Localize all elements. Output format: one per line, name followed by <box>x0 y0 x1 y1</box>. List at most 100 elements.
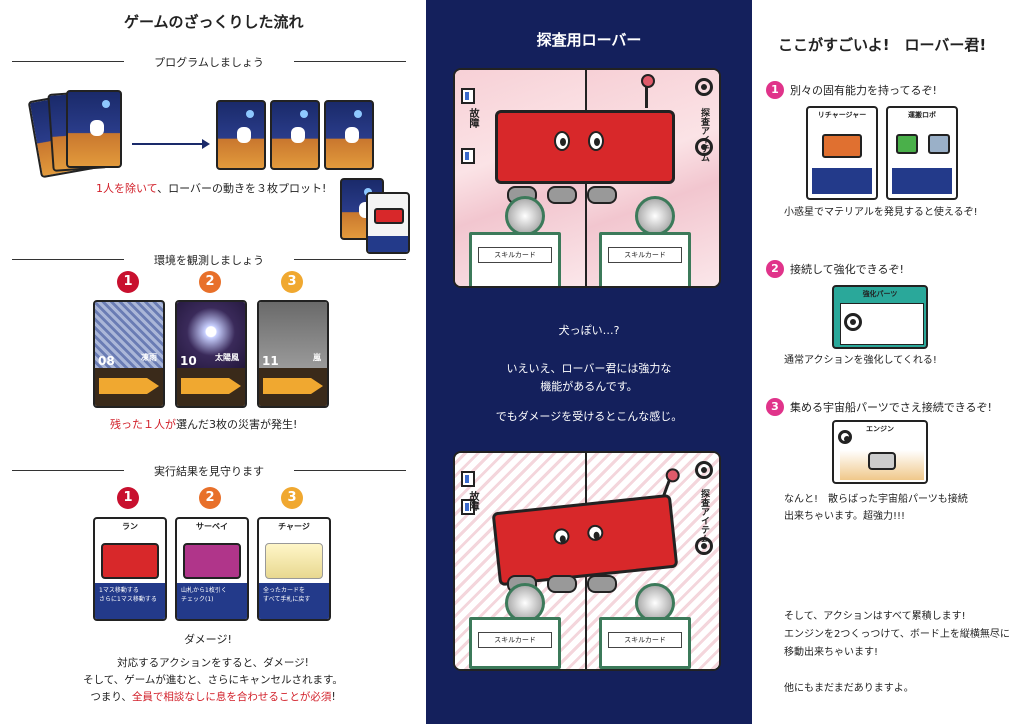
result-line-3-post: ! <box>331 691 336 703</box>
disaster-number: 08 <box>98 354 115 368</box>
action-card-survey: サーベイ 山札から1枚引く チェック(1) <box>175 517 249 621</box>
point-number-3: 3 <box>766 398 784 416</box>
engine-card: エンジン <box>832 420 928 484</box>
skill-slot: スキルカード <box>599 617 691 669</box>
disaster-card-3: 11 嵐 <box>257 300 329 408</box>
arrow-right-icon <box>132 139 210 149</box>
skill-label: スキルカード <box>608 247 682 263</box>
step-number-1: 1 <box>117 487 139 509</box>
ability-card-title: 運搬ロボ <box>908 111 936 119</box>
left-column: ゲームのざっくりした流れ プログラムしましょう 1人を除いて、ローバーの動きを３… <box>0 0 426 724</box>
step-number-3: 3 <box>281 487 303 509</box>
plot-card-3 <box>324 100 374 170</box>
left-title: ゲームのざっくりした流れ <box>124 13 304 31</box>
disaster-name: 太陽風 <box>215 353 239 362</box>
upgrade-card-title: 強化パーツ <box>862 290 898 298</box>
connector-icon <box>695 138 713 156</box>
rover-card-damaged: 故障 探査アイテム スキルカード スキルカード <box>453 451 721 671</box>
right-title: ここがすごいよ! ローバー君! <box>778 36 987 54</box>
point-text-3b: 出来ちゃいます。超強力!!! <box>784 511 906 522</box>
action-title: チャージ <box>278 522 310 531</box>
step-number-3: 3 <box>281 271 303 293</box>
section-observe-heading: 環境を観測しましょう <box>12 252 406 267</box>
gem-icon <box>505 196 545 236</box>
broken-label: 故障 <box>467 108 478 128</box>
connector-icon <box>695 537 713 555</box>
broken-label: 故障 <box>467 491 478 511</box>
point-heading-1: 別々の固有能力を持ってるぞ! <box>790 84 937 97</box>
ability-card-recharger: リチャージャー <box>806 106 878 200</box>
point-text-1: 小惑星でマテリアルを発見すると使えるぞ! <box>784 207 978 218</box>
skill-slot: スキルカード <box>469 232 561 286</box>
right-column: ここがすごいよ! ローバー君! 1 別々の固有能力を持ってるぞ! リチャージャー… <box>752 0 1024 724</box>
section-result-heading: 実行結果を見守ります <box>12 463 406 478</box>
point-number-2: 2 <box>766 260 784 278</box>
ability-card-title: リチャージャー <box>817 111 867 119</box>
mid-text-4: でもダメージを受けるとこんな感じ。 <box>495 410 683 423</box>
action-effect-1: 1マス移動する <box>99 587 139 594</box>
disaster-card-1: 08 凍雨 <box>93 300 165 408</box>
skill-label: スキルカード <box>608 632 682 648</box>
middle-title: 探査用ローバー <box>536 31 642 49</box>
action-effect-2: チェック(1) <box>181 596 214 603</box>
action-title: ラン <box>122 522 138 531</box>
result-line-3-highlight: 全員で相談なしに息を合わせることが必須 <box>131 691 332 703</box>
action-effect-2: さらに1マス移動する <box>99 596 157 603</box>
action-card-run: ラン 1マス移動する さらに1マス移動する <box>93 517 167 621</box>
mid-text-3: 機能があるんです。 <box>540 380 638 393</box>
step-number-1: 1 <box>117 271 139 293</box>
section-program-heading: プログラムしましょう <box>12 54 406 69</box>
result-line-3: つまり、全員で相談なしに息を合わせることが必須! <box>0 689 426 706</box>
connector-icon <box>695 78 713 96</box>
section-result-title: 実行結果を見守ります <box>154 465 264 478</box>
caption-text: 選んだ3枚の災害が発生! <box>176 418 298 431</box>
caption-highlight: 1人を除いて <box>96 182 158 195</box>
plot-card-2 <box>270 100 320 170</box>
point-heading-3: 集める宇宙船パーツでさえ接続できるぞ! <box>790 401 992 414</box>
step-number-2: 2 <box>199 271 221 293</box>
mid-text-2: いえいえ、ローバー君には強力な <box>506 362 672 375</box>
item-label: 探査アイテム <box>699 108 709 162</box>
mid-text-1: 犬っぽい…? <box>558 324 620 337</box>
rover-card-normal: 故障 探査アイテム スキルカード スキルカード <box>453 68 721 288</box>
closing-line-1: そして、アクションはすべて累積します! <box>784 611 966 622</box>
middle-column: 探査用ローバー 故障 探査アイテム スキルカード スキルカード <box>426 0 752 724</box>
closing-line-3: 移動出来ちゃいます! <box>784 647 879 658</box>
mini-rover-card <box>366 192 410 254</box>
point-heading-2: 接続して強化できるぞ! <box>790 263 904 276</box>
damage-label: ダメージ! <box>184 633 232 646</box>
result-line-1: 対応するアクションをすると、ダメージ! <box>117 657 309 669</box>
disaster-name: 凍雨 <box>141 353 157 362</box>
skill-label: スキルカード <box>478 247 552 263</box>
plot-card-1 <box>216 100 266 170</box>
action-effect-1: 山札から1枚引く <box>181 587 227 594</box>
item-label: 探査アイテム <box>699 489 709 543</box>
ability-card-carrier: 運搬ロボ <box>886 106 958 200</box>
section-program-title: プログラムしましょう <box>154 56 264 69</box>
point-text-2: 通常アクションを強化してくれる! <box>784 355 937 366</box>
gem-icon <box>635 196 675 236</box>
rover-illustration <box>495 110 675 184</box>
result-line-2: そして、ゲームが進むと、さらにキャンセルされます。 <box>83 674 343 686</box>
section-observe-title: 環境を観測しましょう <box>154 254 264 267</box>
engine-card-title: エンジン <box>866 425 894 433</box>
disaster-number: 10 <box>180 354 197 368</box>
step-number-2: 2 <box>199 487 221 509</box>
skill-slot: スキルカード <box>469 617 561 669</box>
skill-slot: スキルカード <box>599 232 691 286</box>
caption-highlight: 残った１人が <box>110 418 176 431</box>
section-observe-caption: 残った１人が選んだ3枚の災害が発生! <box>110 416 297 432</box>
result-line-3-pre: つまり、 <box>90 691 132 703</box>
action-effect-1: 全ったカードを <box>263 587 306 594</box>
upgrade-card: 強化パーツ <box>832 285 928 349</box>
closing-line-2: エンジンを2つくっつけて、ボード上を縦横無尽に <box>784 629 1010 640</box>
disaster-card-2: 10 太陽風 <box>175 300 247 408</box>
caption-text: 、ローバーの動きを３枚プロット! <box>157 182 327 195</box>
point-text-3a: なんと! 散らばった宇宙船パーツも接続 <box>784 494 968 505</box>
skill-label: スキルカード <box>478 632 552 648</box>
action-effect-2: すべて手札に戻す <box>263 596 311 603</box>
hand-card <box>66 90 122 168</box>
action-title: サーベイ <box>196 522 228 531</box>
connector-icon <box>695 461 713 479</box>
